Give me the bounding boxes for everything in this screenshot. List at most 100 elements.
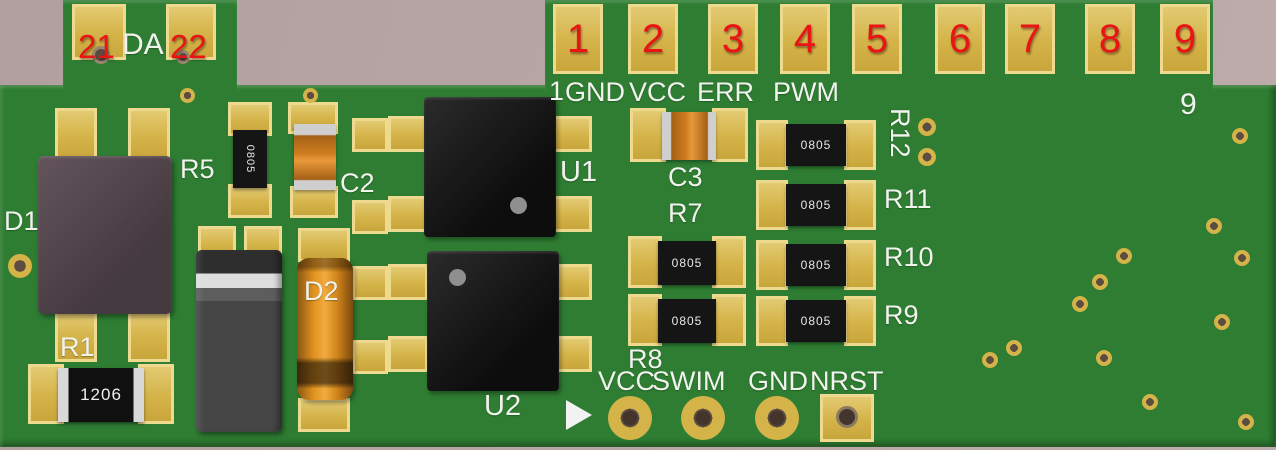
via [180,88,195,103]
refdes-r5: R5 [180,154,215,184]
pad-1: 1 [553,4,603,74]
pad-2: 2 [628,4,678,74]
refdes-d1: D1 [4,206,39,236]
via [1206,218,1222,234]
pad-22 [166,4,216,60]
pad-r11 [844,180,876,230]
pad-r12 [844,120,876,170]
component-r11: 0805 [786,184,846,226]
pad-5-number: 5 [865,17,889,61]
pad-6: 6 [935,4,985,74]
component-c3 [662,112,716,160]
pad-7-number: 7 [1018,17,1042,61]
pad-r7 [712,236,746,288]
header-pad-vcc [608,396,652,440]
pad-7: 7 [1005,4,1055,74]
refdes-r10: R10 [884,242,934,272]
pad-9-number: 9 [1173,17,1197,61]
pin1-dot [510,197,527,214]
via [1234,250,1250,266]
refdes-r7: R7 [668,198,703,228]
pad [352,340,388,374]
via [8,254,32,278]
pad-4-number: 4 [793,17,817,61]
component-r5: 0805 [233,130,267,188]
label-gnd-header: GND [748,366,808,396]
label-vcc-top: VCC [629,77,687,107]
via [1072,296,1088,312]
marking-smd: 0805 [800,258,832,272]
pad-d2 [298,398,350,432]
header-pad-swim [681,396,725,440]
marking-smd: 0805 [800,198,832,212]
pad-d1 [128,310,170,362]
component-r10: 0805 [786,244,846,286]
via [1096,350,1112,366]
pad-5: 5 [852,4,902,74]
pad-r8 [712,294,746,346]
header-pad-gnd [755,396,799,440]
via [176,50,190,64]
pad-r5 [228,184,272,218]
component-capacitor [196,250,282,432]
component-u2 [427,251,559,391]
label-pwm: PWM [773,77,839,107]
refdes-r8: R8 [628,344,663,374]
pad-8: 8 [1085,4,1135,74]
marking-smd: 0805 [671,314,703,328]
via [1092,274,1108,290]
component-d1 [38,156,172,314]
component-u1 [424,97,556,237]
component-r9: 0805 [786,300,846,342]
pad-6-number: 6 [948,17,972,61]
pad-u1 [552,196,592,232]
via [982,352,998,368]
component-c2 [294,124,336,190]
pin1-arrow-icon [566,400,592,430]
label-gnd-top: GND [565,77,625,107]
component-r12: 0805 [786,124,846,166]
pad-8-number: 8 [1098,17,1122,61]
refdes-r1: R1 [60,332,95,362]
label-da: DA [122,28,164,61]
marking-smd: 0805 [671,256,703,270]
via [1142,394,1158,410]
pin1-dot [449,269,466,286]
pad-r9 [756,296,788,346]
pad-r7 [628,236,662,288]
pad-c2 [290,186,338,218]
via [918,118,936,136]
refdes-r9: R9 [884,300,919,330]
marking-smd: 0805 [800,314,832,328]
via [1116,248,1132,264]
marking-r1: 1206 [80,385,122,404]
pad-9: 9 [1160,4,1210,74]
pad-1-number: 1 [566,17,590,61]
via [303,88,318,103]
header-hole-nrst [836,406,858,428]
marking-smd: 0805 [800,138,832,152]
component-r7: 0805 [658,241,716,285]
refdes-u2: U2 [484,390,522,422]
pad-d1 [128,108,170,162]
refdes-r12: R12 [885,108,915,158]
label-vcc-header: VCC [598,366,656,396]
pad-u2 [388,264,428,300]
pad-2-number: 2 [641,17,665,61]
via [92,46,110,64]
pad-r12 [756,120,788,170]
label-pin1: 1 [549,76,565,106]
component-d2 [297,258,353,400]
label-pin9: 9 [1180,88,1197,121]
pad-r10 [756,240,788,290]
component-r8: 0805 [658,299,716,343]
refdes-c2: C2 [340,168,375,198]
pad-3-number: 3 [721,17,745,61]
pad-c3 [712,108,748,162]
pad-u1 [388,116,428,152]
refdes-c3: C3 [668,162,703,192]
pad-r11 [756,180,788,230]
label-nrst: NRST [810,366,884,396]
refdes-d2: D2 [304,276,339,306]
